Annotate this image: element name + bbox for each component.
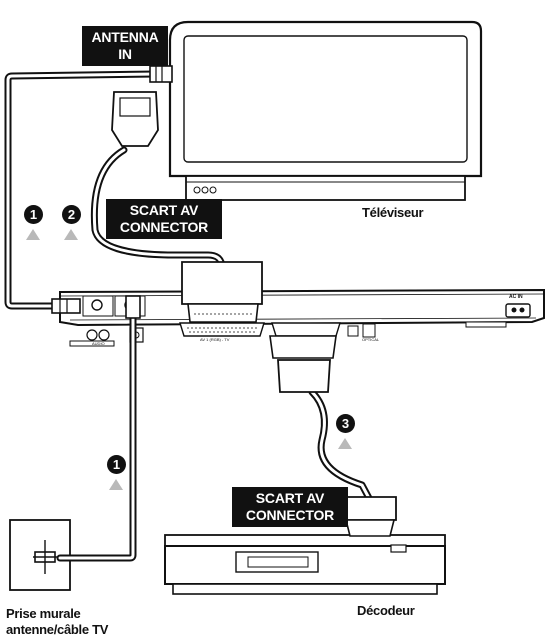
cables [4,70,374,562]
plugs [51,65,397,537]
step-1-top-marker [26,229,40,240]
step-1-bottom-marker [109,479,123,490]
scart-bottom-badge: SCART AV CONNECTOR [232,487,348,527]
wall-outlet-label-line2: antenne/câble TV [6,622,109,637]
step-2-marker [64,229,78,240]
wall-outlet-label-line1: Prise murale [6,606,81,621]
scart-top-badge: SCART AV CONNECTOR [106,199,222,239]
ac-in-label: AC IN [509,294,523,300]
step-3-marker [338,438,352,449]
decodeur-label: Décodeur [357,603,415,618]
audio-label: AUDIO [92,341,105,346]
step-3: 3 [336,414,355,433]
televiseur-label: Téléviseur [362,205,424,220]
scart-bottom-label: SCART AV CONNECTOR [245,490,335,523]
scart-top-label: SCART AV CONNECTOR [119,202,209,235]
step-1-bottom: 1 [107,455,126,474]
av1-label: AV 1 (RGB) - TV [200,337,230,342]
step-2: 2 [62,205,81,224]
optical-label: OPTICAL [362,337,380,342]
television [168,20,483,201]
decoder-box [164,534,446,595]
antenna-in-label: ANTENNA IN [91,29,159,62]
antenna-in-badge: ANTENNA IN [82,26,168,66]
step-1-top: 1 [24,205,43,224]
